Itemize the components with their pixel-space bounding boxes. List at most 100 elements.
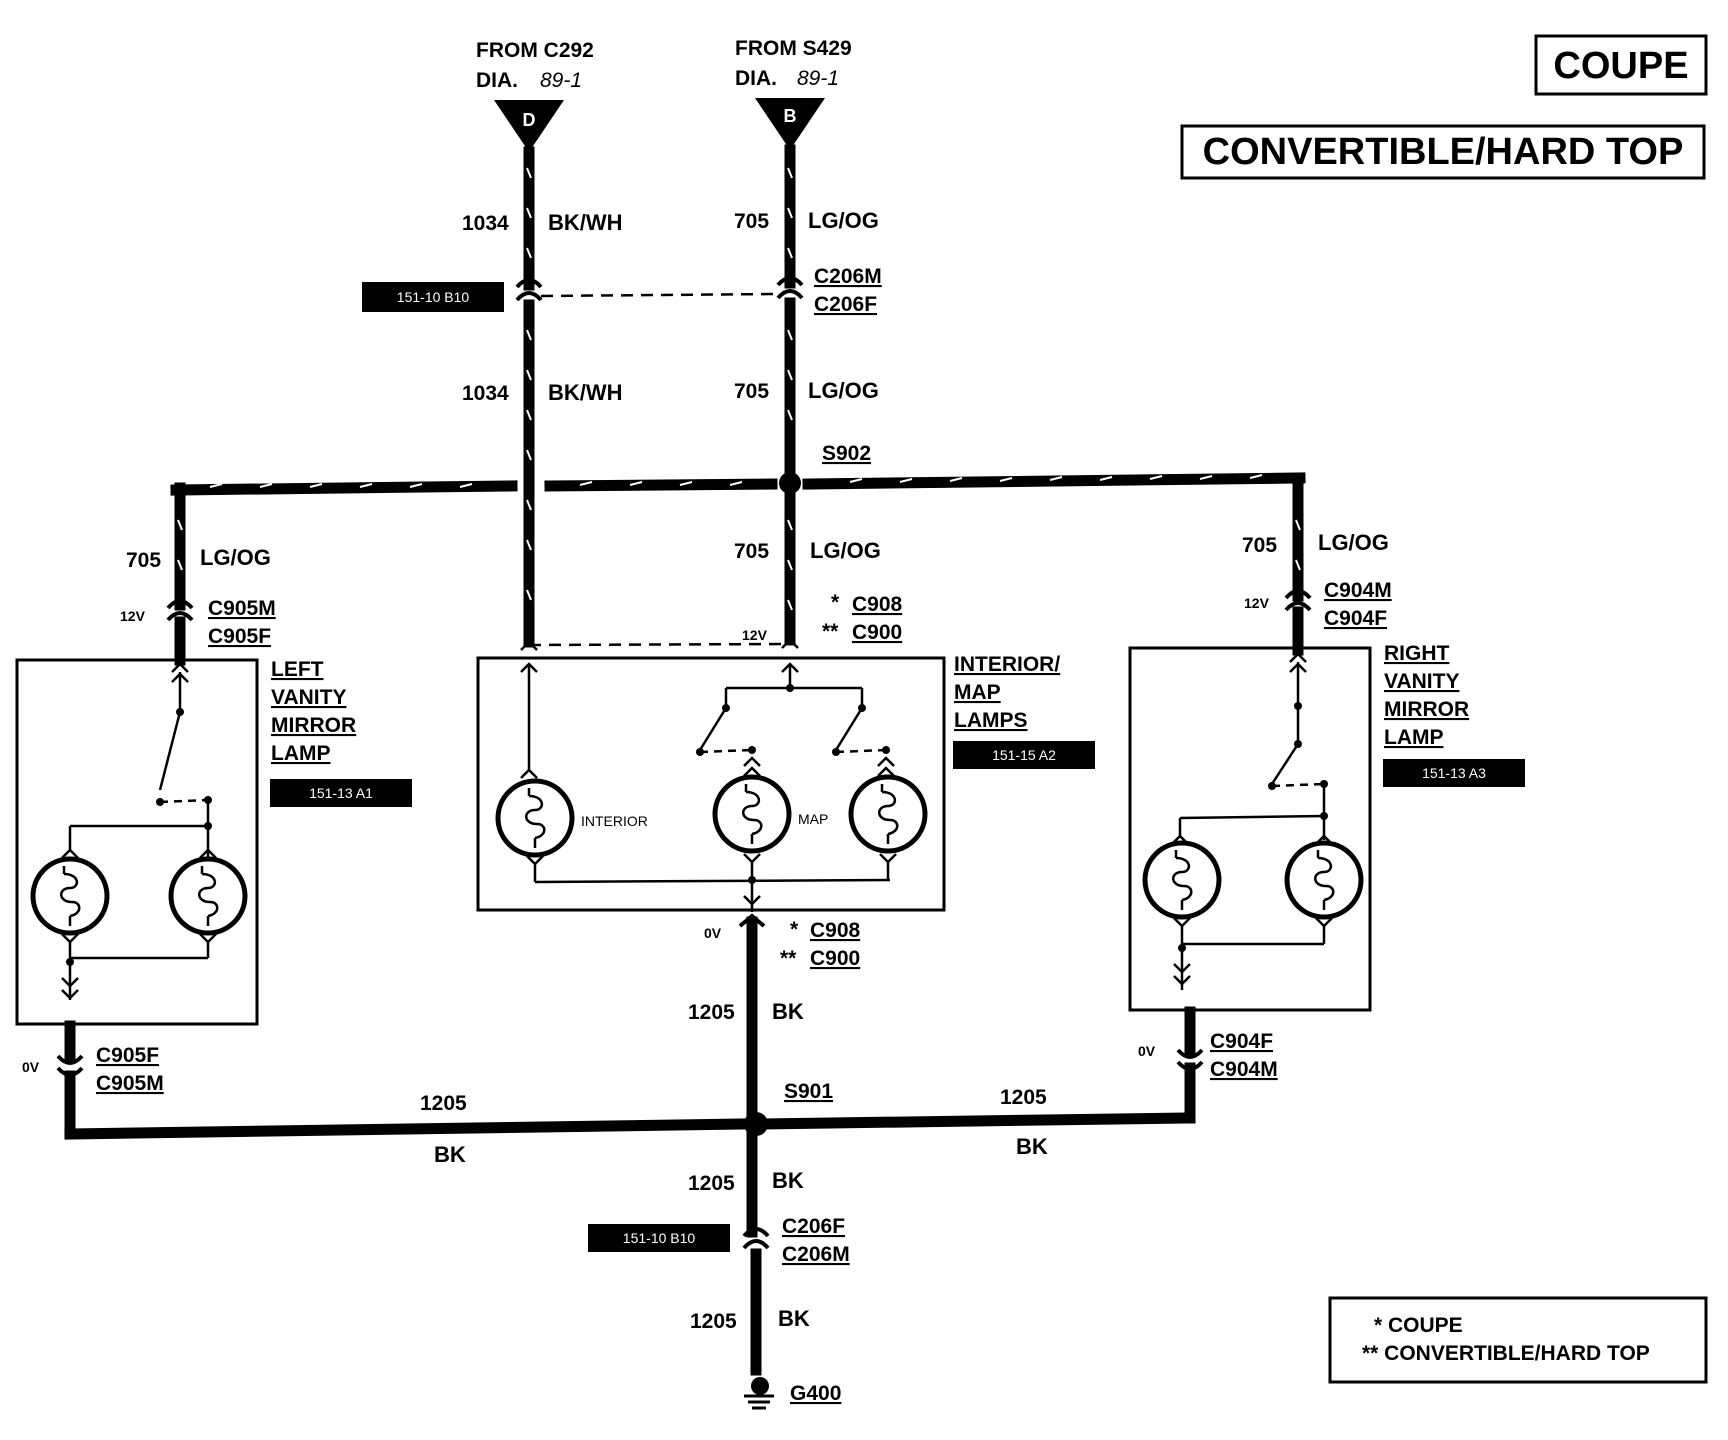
source-left-arrow: [494, 100, 564, 152]
source-right-dia: DIA.: [735, 67, 777, 90]
connector-c206-top: [515, 276, 804, 302]
wire-lgog-label-mid: LG/OG: [808, 378, 879, 403]
star-c908-bottom: *: [790, 918, 799, 941]
left-lamp-line1: LEFT: [271, 658, 324, 681]
connector-c908-top: C908: [852, 593, 903, 616]
wire-bk-lower: BK: [772, 1168, 804, 1193]
ref-151-10-b10-bottom-text: 151-10 B10: [623, 1230, 696, 1246]
connector-c904m-top: C904M: [1324, 579, 1392, 602]
source-right-label: FROM S429: [735, 37, 852, 60]
ref-151-13-a3-text: 151-13 A3: [1422, 765, 1486, 781]
interior-lamps-line1: INTERIOR/: [954, 653, 1060, 676]
star-c900-bottom: **: [780, 947, 797, 970]
connector-c905f-top: C905F: [208, 625, 271, 648]
wire-1034: [523, 146, 535, 648]
wire-lgog-label-top: LG/OG: [808, 208, 879, 233]
right-lamp-line3: MIRROR: [1384, 698, 1469, 721]
wire-bk-right: BK: [1016, 1134, 1048, 1159]
ref-151-13-a3: [1383, 759, 1525, 787]
interior-map-internals: [498, 662, 925, 912]
source-right-dia-ref: 89-1: [797, 67, 839, 90]
wire-1205-network: [64, 916, 1196, 1376]
wire-lgog-left: LG/OG: [200, 545, 271, 570]
connector-c904f-top: C904F: [1324, 607, 1387, 630]
splice-s902-label: S902: [822, 442, 871, 465]
ref-151-10-b10-bottom: [588, 1224, 730, 1252]
ref-151-15-a2: [953, 741, 1095, 769]
legend-box: [1328, 1296, 1708, 1384]
star-c908-top: *: [831, 591, 840, 614]
legend-coupe: * COUPE: [1374, 1314, 1463, 1337]
right-lamp-line4: LAMP: [1384, 726, 1444, 749]
center-top-arrows: [520, 638, 799, 651]
dash-center-top: [528, 642, 791, 647]
wire-bkwh-label-mid: BK/WH: [548, 380, 623, 405]
ref-151-10-b10-top: [362, 282, 504, 312]
title-coupe: COUPE: [1553, 45, 1688, 87]
splice-s902: [779, 472, 801, 494]
voltage-left-12v: 12V: [120, 608, 146, 624]
wire-705-num-mid: 705: [734, 380, 769, 403]
connector-c905-bottom-symbol: [56, 1054, 84, 1077]
connector-c904f-bottom: C904F: [1210, 1030, 1273, 1053]
bulb-map-label: MAP: [798, 811, 828, 827]
wire-bk-left: BK: [434, 1142, 466, 1167]
star-c900-top: **: [822, 620, 839, 643]
wire-bk-center: BK: [772, 999, 804, 1024]
splice-s901: [744, 1112, 768, 1136]
voltage-left-0v: 0V: [22, 1059, 40, 1075]
right-lamp-line2: VANITY: [1384, 670, 1459, 693]
wire-1034-num-mid: 1034: [462, 382, 509, 405]
interior-map-lamps-box: [476, 656, 946, 912]
bulb-interior-label: INTERIOR: [581, 813, 648, 829]
right-vanity-lamp-box: [1128, 646, 1372, 1012]
interior-lamps-line3: LAMPS: [954, 709, 1028, 732]
right-vanity-internals: [1145, 652, 1361, 990]
left-vanity-internals: [33, 662, 245, 1000]
left-lamp-line4: LAMP: [271, 742, 331, 765]
wire-1205-num-right: 1205: [1000, 1086, 1047, 1109]
ground-g400-label: G400: [790, 1382, 841, 1405]
connector-c904m-bottom: C904M: [1210, 1058, 1278, 1081]
source-right-pin: B: [784, 106, 797, 126]
wire-1205-num-center: 1205: [688, 1001, 735, 1024]
connector-c904-bottom-symbol: [1176, 1048, 1204, 1071]
voltage-center-0v: 0V: [704, 925, 722, 941]
voltage-right-0v: 0V: [1138, 1043, 1156, 1059]
title-convertible-box: CONVERTIBLE/HARD TOP: [1180, 124, 1706, 180]
ground-g400-icon: [744, 1377, 774, 1410]
title-convertible: CONVERTIBLE/HARD TOP: [1203, 131, 1684, 173]
wire-705-num-low: 705: [734, 540, 769, 563]
splice-s901-label: S901: [784, 1080, 833, 1103]
wire-705-left-num: 705: [126, 549, 161, 572]
wire-bk-bottom: BK: [778, 1306, 810, 1331]
source-left-pin: D: [523, 110, 536, 130]
connector-c206f-bottom: C206F: [782, 1215, 845, 1238]
connector-c206-bottom-symbol: [742, 1227, 770, 1250]
source-right-arrow: [755, 98, 825, 150]
wire-705-main: [784, 144, 796, 646]
connector-c905m-bottom: C905M: [96, 1072, 164, 1095]
wire-bkwh-label-top: BK/WH: [548, 210, 623, 235]
legend-convertible: ** CONVERTIBLE/HARD TOP: [1362, 1342, 1650, 1365]
connector-c206f-top: C206F: [814, 293, 877, 316]
wire-1205-num-bottom: 1205: [690, 1310, 737, 1333]
wire-705-right-drop: [1292, 474, 1304, 656]
voltage-center-12v: 12V: [742, 627, 768, 643]
wire-lgog-label-low: LG/OG: [810, 538, 881, 563]
left-vanity-lamp-box: [15, 658, 259, 1026]
voltage-right-12v: 12V: [1244, 595, 1270, 611]
source-left-dia: DIA.: [476, 69, 518, 92]
source-left-label: FROM C292: [476, 39, 594, 62]
wire-1205-num-lower: 1205: [688, 1172, 735, 1195]
wire-1205-num-left: 1205: [420, 1092, 467, 1115]
connector-c900-bottom: C900: [810, 947, 860, 970]
title-coupe-box: COUPE: [1534, 34, 1708, 96]
wire-lgog-right: LG/OG: [1318, 530, 1389, 555]
interior-lamps-line2: MAP: [954, 681, 1001, 704]
connector-c908-bottom: C908: [810, 919, 861, 942]
connector-c905-top-symbol: [166, 599, 194, 622]
source-left-dia-ref: 89-1: [540, 69, 582, 92]
bus-705-horizontal: [170, 472, 1306, 496]
